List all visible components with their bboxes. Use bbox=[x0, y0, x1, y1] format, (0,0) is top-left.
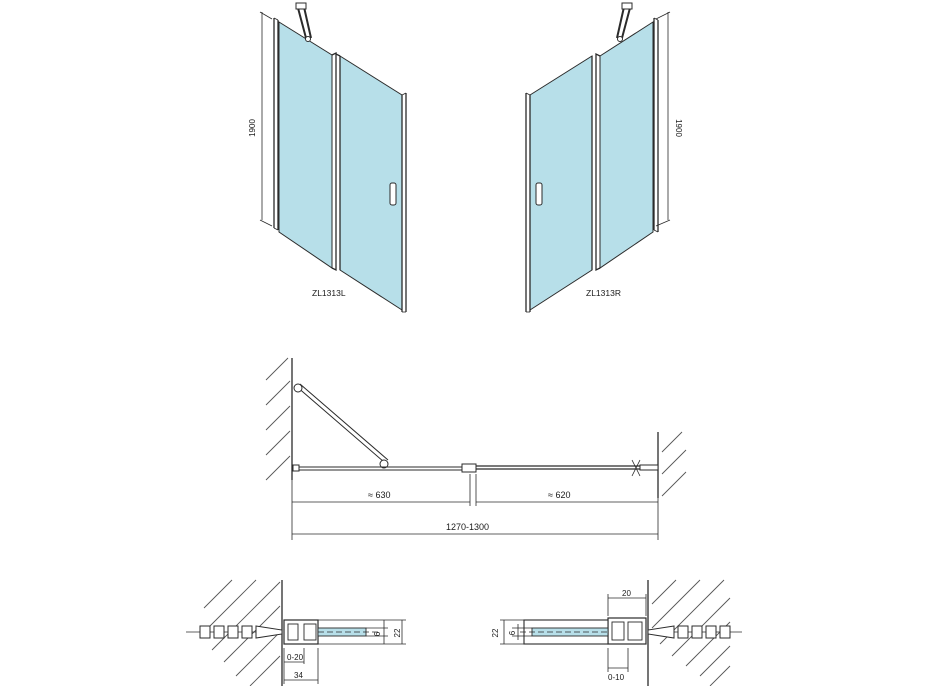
fixed-glass-panel-left bbox=[278, 21, 333, 269]
detail-right-label-22: 22 bbox=[491, 628, 500, 637]
detail-right-dimensions bbox=[500, 594, 647, 672]
wall-anchor-left bbox=[186, 625, 283, 639]
detail-left-label-34: 34 bbox=[294, 671, 303, 680]
detail-view-left: 6 22 0-20 34 bbox=[186, 579, 406, 686]
door-handle-right bbox=[535, 182, 543, 206]
wall-profile-left bbox=[273, 17, 279, 231]
wall-anchor-right bbox=[647, 625, 742, 639]
detail-right-label-6: 6 bbox=[508, 630, 517, 635]
plan-stabilizer-bar bbox=[293, 383, 389, 469]
height-dimension-right bbox=[655, 11, 671, 227]
detail-left-label-6: 6 bbox=[373, 631, 382, 636]
wall-profile-section-right bbox=[607, 617, 647, 645]
height-label-left: 1900 bbox=[248, 119, 257, 137]
wall-profile-right bbox=[653, 17, 659, 233]
detail-left-label-0-20: 0-20 bbox=[287, 653, 304, 662]
detail-right-label-0-10: 0-10 bbox=[608, 673, 625, 682]
stabilizer-bar-left bbox=[295, 2, 312, 42]
plan-glass-line bbox=[292, 459, 659, 477]
stabilizer-bar-right bbox=[616, 2, 633, 42]
detail-left-label-22: 22 bbox=[393, 628, 402, 637]
iso-view-right: 1900 ZL1313R bbox=[525, 2, 683, 313]
dimension-label-620: ≈ 620 bbox=[548, 490, 570, 500]
dimension-label-630: ≈ 630 bbox=[368, 490, 390, 500]
height-label-right: 1900 bbox=[674, 119, 683, 137]
plan-dimensions bbox=[291, 474, 659, 540]
height-dimension-left bbox=[259, 11, 273, 227]
dimension-label-total: 1270-1300 bbox=[446, 522, 489, 532]
model-label-left: ZL1313L bbox=[312, 288, 346, 298]
left-wall-hatch bbox=[265, 357, 293, 481]
right-wall-hatch bbox=[657, 431, 687, 498]
model-label-right: ZL1313R bbox=[586, 288, 621, 298]
iso-view-left: 1900 ZL1313L bbox=[248, 2, 407, 313]
fixed-glass-panel-right bbox=[599, 21, 654, 269]
door-handle-left bbox=[389, 182, 397, 206]
detail-view-right: 22 6 20 0-10 bbox=[491, 579, 742, 686]
plan-view: ≈ 630 ≈ 620 1270-1300 bbox=[265, 357, 687, 540]
detail-left-dimensions bbox=[283, 619, 406, 684]
detail-right-label-20: 20 bbox=[622, 589, 631, 598]
wall-profile-section-left bbox=[283, 619, 319, 645]
